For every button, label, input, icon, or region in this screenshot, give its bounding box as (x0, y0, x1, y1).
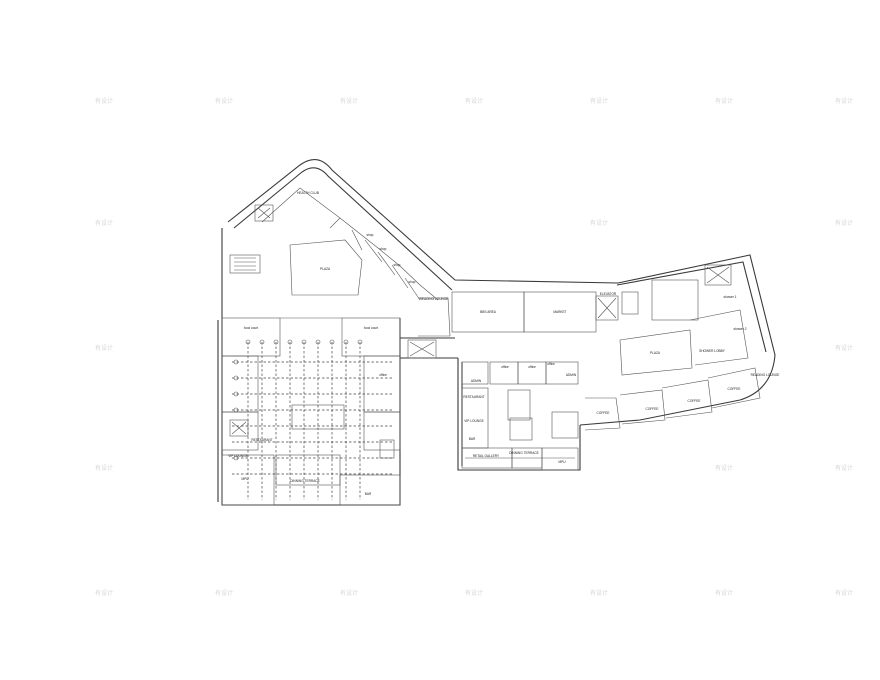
watermark-text: 有设计 (590, 219, 608, 227)
room-label-mpu: MPU (241, 477, 249, 481)
watermark-text: 有设计 (340, 97, 358, 105)
room-labels: HEALTH CLUB PLAZA shop shop shop shop RE… (228, 191, 779, 496)
room-label-vip-lounge: VIP LOUNGE (228, 454, 247, 458)
room-label-admin: ADMIN (471, 379, 482, 383)
room-label-market: MARKET (553, 310, 566, 314)
room-label-coffee: COFFEE (597, 411, 610, 415)
watermark-text: 有设计 (340, 589, 358, 597)
room-label-office: office (501, 365, 509, 369)
watermark-text: 有设计 (465, 97, 483, 105)
left-block (221, 317, 401, 506)
watermark-text: 有设计 (590, 97, 608, 105)
room-label-reading-lounge: READING LOUNGE (751, 373, 780, 377)
room-label-shop: shop (367, 233, 374, 237)
north-wing (229, 187, 451, 337)
watermark-layer: 有设计 有设计 有设计 有设计 有设计 有设计 有设计 有设计 有设计 有设计 … (95, 97, 853, 597)
watermark-text: 有设计 (95, 589, 113, 597)
structural-grid (232, 339, 392, 500)
watermark-text: 有设计 (835, 97, 853, 105)
room-label-shower-1: shower 1 (724, 295, 737, 299)
room-label-office: office (379, 373, 387, 377)
watermark-text: 有设计 (835, 219, 853, 227)
watermark-text: 有设计 (95, 219, 113, 227)
watermark-text: 有设计 (95, 344, 113, 352)
room-label-plaza: PLAZA (650, 351, 661, 355)
watermark-text: 有设计 (835, 589, 853, 597)
room-label-dinning-terrace: DINNING TERRACE (290, 479, 320, 483)
watermark-text: 有设计 (835, 464, 853, 472)
room-label-bar: BAR (365, 492, 372, 496)
room-label-shower-2: shower 2 (734, 327, 747, 331)
watermark-text: 有设计 (715, 464, 733, 472)
room-label-restaurant: RESTAURANT (251, 438, 272, 442)
room-label-coffee: COFFEE (646, 407, 659, 411)
room-label-shop: shop (394, 263, 401, 267)
room-label-health-club: HEALTH CLUB (297, 191, 319, 195)
room-label-food-court: food court (364, 326, 378, 330)
room-label-bbs-area: BBS AREA (480, 310, 497, 314)
east-corridor (407, 264, 761, 431)
room-label-bar: BAR (469, 437, 476, 441)
watermark-text: 有设计 (95, 97, 113, 105)
room-label-coffee: COFFEE (728, 387, 741, 391)
room-label-office: office (528, 365, 536, 369)
watermark-text: 有设计 (835, 344, 853, 352)
room-label-office: office (547, 362, 555, 366)
room-label-vip-lounge: VIP LOUNGE (464, 419, 483, 423)
room-label-elevator: ELEVATOR (600, 292, 617, 296)
watermark-text: 有设计 (715, 589, 733, 597)
room-label-shop: shop (409, 280, 416, 284)
right-middle-block (461, 361, 579, 471)
room-label-plaza: PLAZA (320, 267, 331, 271)
room-label-shower-lobby: SHOWER LOBBY (699, 349, 726, 353)
watermark-text: 有设计 (590, 589, 608, 597)
watermark-text: 有设计 (215, 97, 233, 105)
room-label-shop: shop (380, 247, 387, 251)
room-label-restaurant: RESTAURANT (463, 395, 484, 399)
room-label-mpu: MPU (558, 460, 566, 464)
watermark-text: 有设计 (95, 464, 113, 472)
watermark-text: 有设计 (215, 589, 233, 597)
room-label-admin: ADMIN (566, 373, 577, 377)
room-label-coffee: COFFEE (688, 399, 701, 403)
room-label-dinning-terrace: DINNING TERRACE (509, 451, 539, 455)
watermark-text: 有设计 (715, 97, 733, 105)
room-label-reading-lounge: READING LOUNGE (420, 297, 449, 301)
room-label-food-court: food court (244, 326, 258, 330)
room-label-retail-gallery: RETAIL GALLERY (473, 454, 500, 458)
watermark-text: 有设计 (465, 589, 483, 597)
